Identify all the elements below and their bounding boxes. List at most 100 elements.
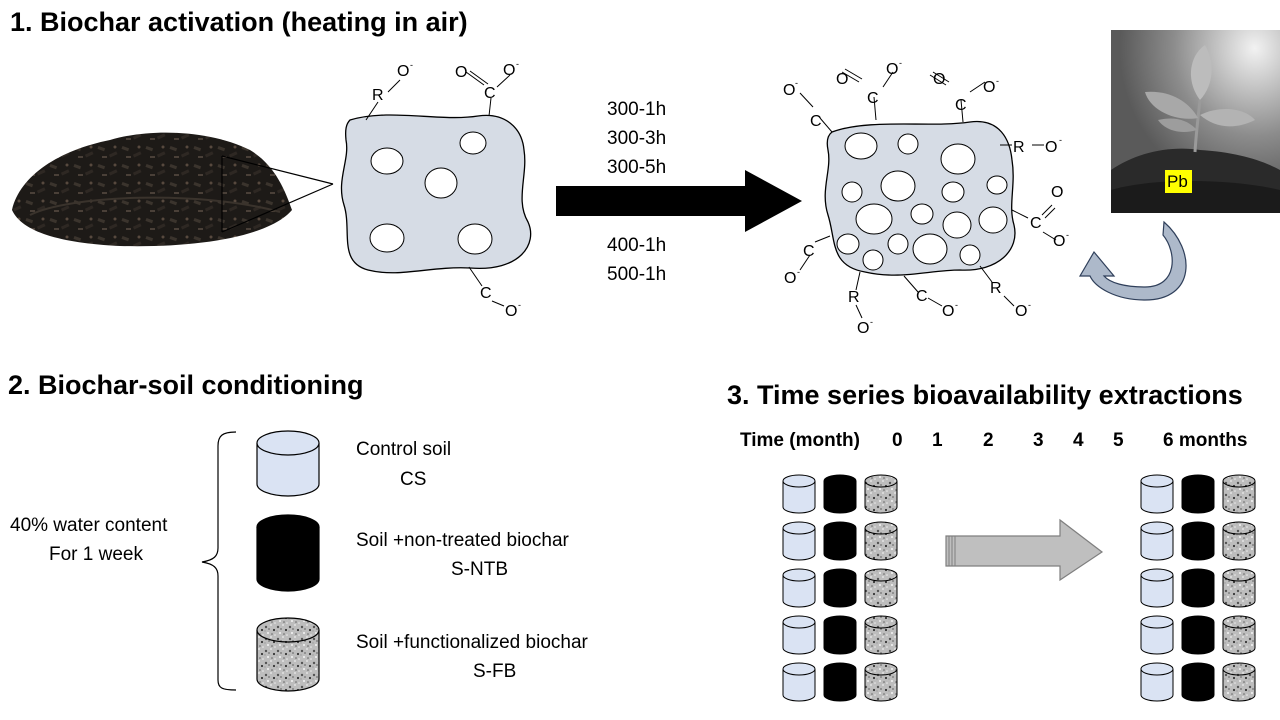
sample-cylinder-cs	[782, 568, 816, 608]
condition-300-5h: 300-5h	[607, 157, 667, 178]
svg-text:C: C	[480, 285, 492, 302]
svg-text:O: O	[942, 303, 954, 320]
svg-text:-: -	[899, 58, 902, 68]
sample-cylinder-fb	[1222, 521, 1256, 561]
section2-title: 2. Biochar-soil conditioning	[8, 370, 364, 400]
svg-text:O: O	[857, 320, 869, 337]
sample-cylinder-fb	[1222, 474, 1256, 514]
fb-soil-cylinder	[256, 617, 320, 692]
svg-text:-: -	[955, 300, 958, 310]
sample-cylinder-cs	[1140, 521, 1174, 561]
sample-cylinder-ntb	[823, 568, 857, 608]
svg-text:-: -	[1066, 230, 1069, 240]
svg-text:R: R	[990, 280, 1002, 297]
treatment-ntb-code: S-NTB	[451, 559, 508, 580]
pb-label: Pb	[1167, 172, 1188, 191]
svg-text:O: O	[455, 64, 467, 81]
svg-text:O: O	[1015, 303, 1027, 320]
svg-text:C: C	[1030, 215, 1042, 232]
svg-text:-: -	[797, 267, 800, 277]
sample-cylinder-ntb	[1181, 568, 1215, 608]
sample-cylinder-fb	[864, 474, 898, 514]
svg-text:O: O	[1045, 139, 1057, 156]
zoom-callout-lines	[221, 155, 334, 233]
svg-text:O: O	[503, 62, 515, 79]
svg-text:O: O	[886, 61, 898, 78]
svg-text:R: R	[848, 289, 860, 306]
svg-text:O: O	[783, 82, 795, 99]
sample-cylinder-ntb	[823, 521, 857, 561]
sample-cylinder-fb	[1222, 662, 1256, 702]
biochar-pile-image	[12, 132, 292, 247]
activation-arrow	[556, 170, 802, 232]
month-4: 4	[1073, 430, 1084, 451]
sample-cylinder-cs	[782, 474, 816, 514]
time-axis-label: Time (month)	[740, 430, 860, 451]
sample-cylinder-ntb	[1181, 615, 1215, 655]
condition-duration: For 1 week	[49, 544, 143, 565]
svg-text:-: -	[1059, 135, 1062, 145]
svg-text:O: O	[1051, 184, 1063, 201]
svg-text:-: -	[795, 78, 798, 88]
svg-text:R: R	[1013, 139, 1025, 156]
sample-cylinder-cs	[1140, 568, 1174, 608]
sample-cylinder-ntb	[1181, 521, 1215, 561]
svg-text:-: -	[410, 60, 413, 70]
month-1: 1	[932, 430, 943, 451]
raw-biochar-particle	[340, 114, 532, 274]
sample-cylinder-ntb	[1181, 662, 1215, 702]
uptake-curved-arrow	[1078, 220, 1187, 301]
month6-sample-grid	[1140, 474, 1256, 702]
sample-cylinder-ntb	[823, 662, 857, 702]
svg-text:O: O	[836, 71, 848, 88]
sample-cylinder-fb	[1222, 615, 1256, 655]
sample-cylinder-fb	[864, 521, 898, 561]
sample-cylinder-cs	[782, 521, 816, 561]
month-5: 5	[1113, 430, 1124, 451]
sample-cylinder-fb	[864, 568, 898, 608]
month-6-label: 6 months	[1163, 430, 1248, 451]
sample-cylinder-cs	[1140, 662, 1174, 702]
sample-cylinder-fb	[1222, 568, 1256, 608]
month0-sample-grid	[782, 474, 898, 702]
sample-cylinder-fb	[864, 662, 898, 702]
svg-text:C: C	[955, 97, 967, 114]
activated-biochar-particle	[824, 120, 1016, 276]
plant-in-soil-image	[1111, 30, 1280, 213]
svg-text:C: C	[810, 113, 822, 130]
section1-title: 1. Biochar activation (heating in air)	[10, 7, 468, 37]
month-2: 2	[983, 430, 994, 451]
sample-cylinder-ntb	[1181, 474, 1215, 514]
sample-cylinder-ntb	[823, 615, 857, 655]
month-3: 3	[1033, 430, 1044, 451]
sample-cylinder-cs	[1140, 615, 1174, 655]
pb-highlight	[1165, 170, 1192, 193]
svg-text:C: C	[803, 243, 815, 260]
treatment-fb-label: Soil +functionalized biochar	[356, 632, 588, 653]
raw-particle-group-labels: R O- O C O- C O-	[372, 59, 521, 320]
time-progress-arrow	[945, 518, 1104, 582]
month-0: 0	[892, 430, 903, 451]
svg-text:O: O	[983, 79, 995, 96]
condition-water-content: 40% water content	[10, 515, 168, 536]
svg-text:O: O	[784, 270, 796, 287]
sample-cylinder-ntb	[823, 474, 857, 514]
svg-text:-: -	[1028, 300, 1031, 310]
conditioning-brace	[201, 431, 237, 691]
svg-text:C: C	[867, 90, 879, 107]
svg-text:O: O	[1053, 233, 1065, 250]
activated-particle-functional-groups	[799, 68, 1057, 319]
svg-text:-: -	[516, 59, 519, 69]
svg-text:R: R	[372, 87, 384, 104]
section3-title: 3. Time series bioavailability extractio…	[727, 380, 1243, 410]
control-soil-cylinder	[256, 430, 320, 497]
treatment-fb-code: S-FB	[473, 661, 517, 682]
sample-cylinder-cs	[782, 662, 816, 702]
svg-text:-: -	[870, 317, 873, 327]
svg-text:-: -	[996, 76, 999, 86]
svg-text:C: C	[484, 85, 496, 102]
svg-text:O: O	[397, 63, 409, 80]
treatment-ntb-label: Soil +non-treated biochar	[356, 530, 569, 551]
condition-500-1h: 500-1h	[607, 264, 667, 285]
